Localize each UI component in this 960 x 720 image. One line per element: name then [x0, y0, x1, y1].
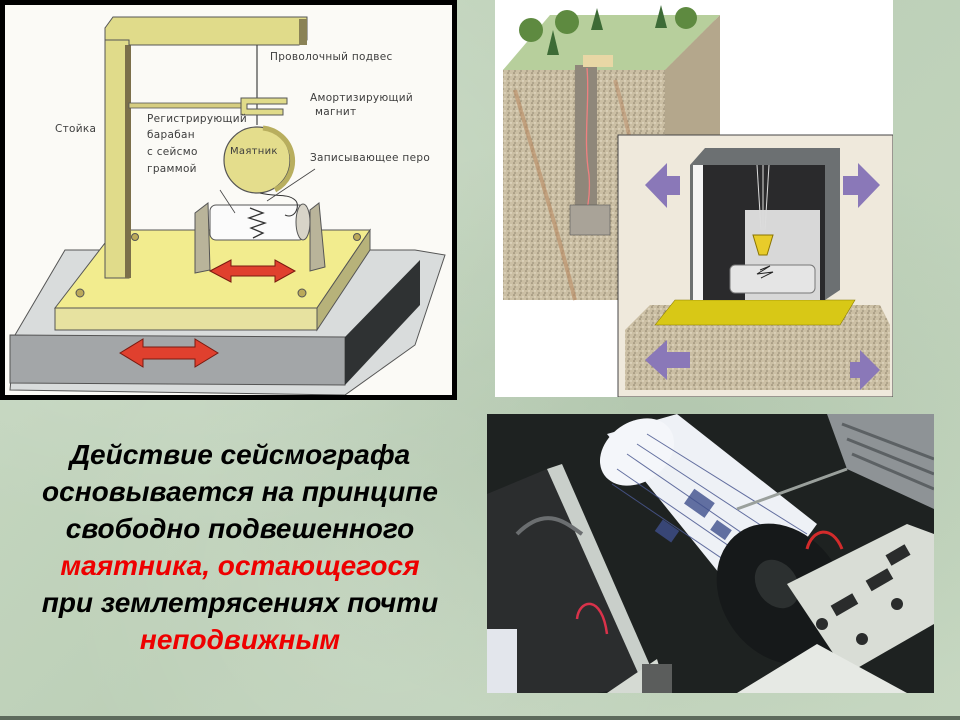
caption-line-6-highlight: неподвижным [139, 624, 341, 655]
label-recording-pen: Записывающее перо [310, 152, 431, 164]
slide-bottom-strip [0, 716, 960, 720]
borehole-illustration [503, 5, 893, 397]
caption-line-3: свободно подвешенного [65, 513, 415, 544]
drum-recorder-image [487, 414, 934, 693]
label-pendulum: Маятник [230, 146, 278, 157]
seismograph-illustration [9, 16, 446, 395]
slide-caption: Действие сейсмографа основывается на при… [0, 436, 480, 658]
seismograph-diagram: Проволочный подвес Амортизирующий магнит… [5, 5, 452, 395]
label-recording-drum: Регистрирующий [147, 113, 247, 125]
borehole-seismometer-illustration [495, 0, 893, 397]
caption-line-5: при землетрясениях почти [41, 587, 439, 618]
label-recording-drum-2: барабан [147, 129, 195, 141]
caption-line-4-highlight: маятника, остающегося [60, 550, 420, 581]
label-damping-magnet: Амортизирующий [310, 92, 413, 104]
label-damping-magnet-2: магнит [315, 106, 357, 118]
label-wire-suspension: Проволочный подвес [270, 51, 393, 63]
drum-recorder-photo [487, 414, 934, 693]
label-recording-drum-3: с сейсмо [147, 146, 198, 158]
caption-line-2: основывается на принципе [42, 476, 438, 507]
seismograph-diagram-frame: Проволочный подвес Амортизирующий магнит… [0, 0, 457, 400]
label-stand: Стойка [55, 123, 97, 135]
label-recording-drum-4: граммой [147, 163, 197, 175]
caption-line-1: Действие сейсмографа [69, 439, 411, 470]
